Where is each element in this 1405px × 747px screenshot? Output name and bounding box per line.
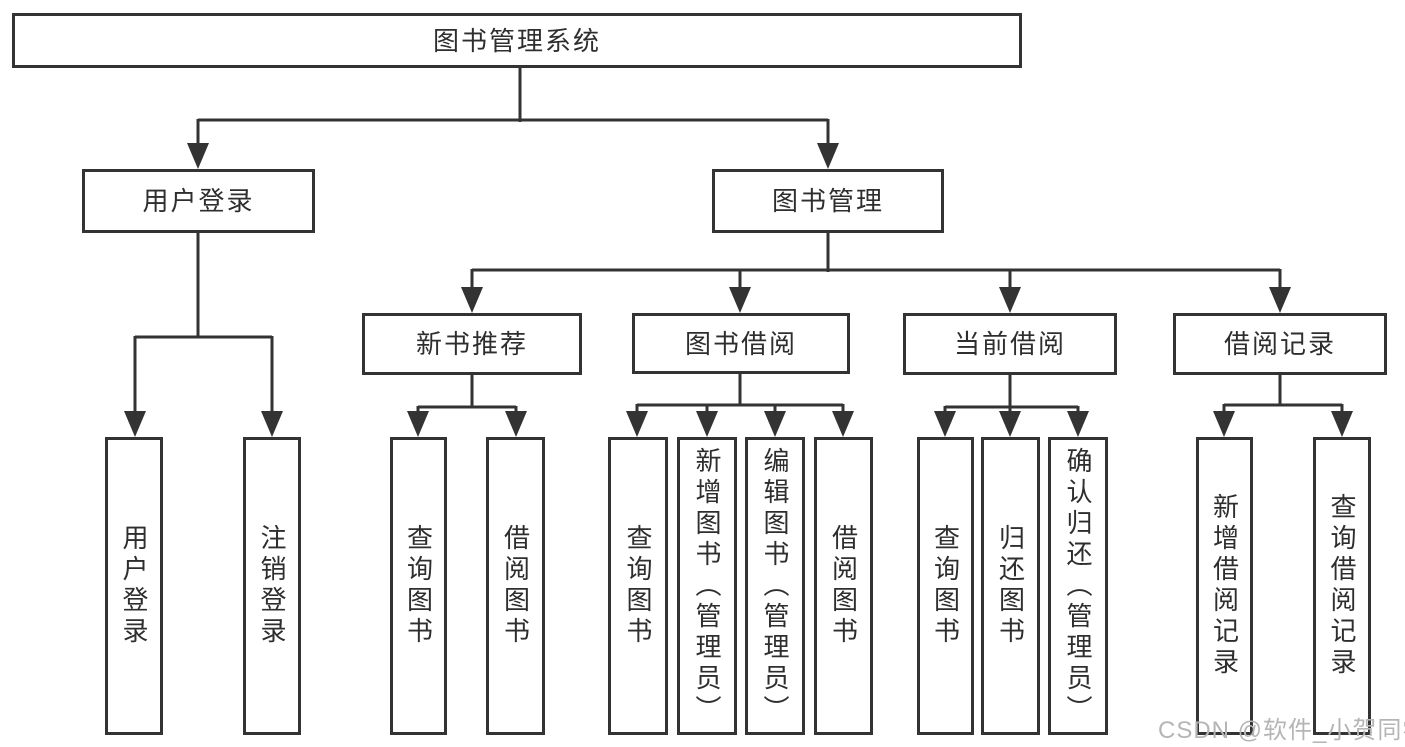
node-bb-borrow-books-label: 借阅图书 (828, 524, 859, 648)
node-br-query-record: 查询借阅记录 (1313, 437, 1371, 735)
node-leaf-user-login: 用户登录 (105, 437, 163, 735)
node-cb-query-books: 查询图书 (917, 437, 974, 735)
node-book-borrow-label: 图书借阅 (684, 328, 797, 359)
node-bb-query-books-label: 查询图书 (623, 524, 653, 648)
node-cb-return-books-label: 归还图书 (995, 524, 1026, 648)
node-nb-borrow-books: 借阅图书 (486, 437, 545, 735)
node-leaf-logout-label: 注销登录 (257, 524, 287, 648)
node-leaf-logout: 注销登录 (243, 437, 301, 735)
node-cb-confirm-return-admin-label: 确认归还（管理员） (1063, 446, 1093, 726)
watermark: CSDN @软件_小贺同学 (1158, 717, 1405, 744)
node-cb-query-books-label: 查询图书 (930, 524, 961, 648)
node-leaf-user-login-label: 用户登录 (119, 524, 149, 648)
node-bb-add-books-admin: 新增图书（管理员） (677, 437, 737, 735)
node-borrow-records-label: 借阅记录 (1223, 329, 1336, 359)
node-current-borrow-label: 当前借阅 (953, 329, 1066, 359)
node-book-management-label: 图书管理 (771, 186, 884, 216)
node-borrow-records: 借阅记录 (1173, 313, 1387, 375)
node-bb-add-books-admin-label: 新增图书（管理员） (692, 446, 722, 726)
node-cb-confirm-return-admin: 确认归还（管理员） (1048, 437, 1108, 735)
node-book-management: 图书管理 (712, 169, 944, 233)
node-user-login: 用户登录 (82, 169, 315, 233)
node-current-borrow: 当前借阅 (903, 313, 1117, 375)
node-cb-return-books: 归还图书 (981, 437, 1040, 735)
node-user-login-label: 用户登录 (142, 186, 255, 216)
node-root-label: 图书管理系统 (432, 25, 601, 56)
node-bb-edit-books-admin: 编辑图书（管理员） (745, 437, 805, 735)
node-bb-edit-books-admin-label: 编辑图书（管理员） (760, 446, 790, 726)
node-bb-query-books: 查询图书 (608, 437, 668, 735)
node-br-add-record-label: 新增借阅记录 (1209, 493, 1240, 679)
node-br-add-record: 新增借阅记录 (1196, 437, 1253, 735)
node-nb-query-books: 查询图书 (390, 437, 447, 735)
node-book-borrow: 图书借阅 (632, 313, 850, 374)
node-new-book-recommend: 新书推荐 (362, 313, 582, 375)
node-nb-query-books-label: 查询图书 (403, 524, 434, 648)
node-root: 图书管理系统 (12, 13, 1022, 68)
node-bb-borrow-books: 借阅图书 (814, 437, 873, 735)
node-br-query-record-label: 查询借阅记录 (1327, 493, 1357, 679)
node-new-book-recommend-label: 新书推荐 (415, 329, 528, 359)
node-nb-borrow-books-label: 借阅图书 (500, 524, 531, 648)
